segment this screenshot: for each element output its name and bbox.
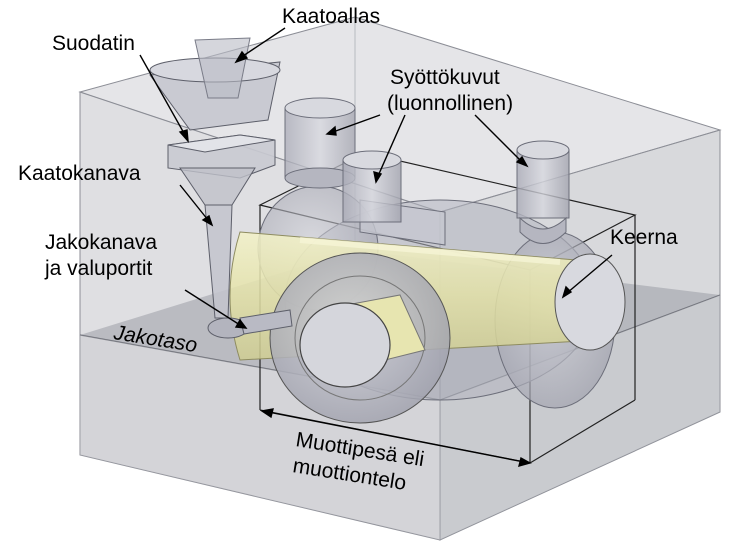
label-pouring-basin: Kaatoallas	[282, 5, 380, 28]
riser-right	[516, 140, 570, 244]
gating-system	[149, 37, 293, 339]
label-runner-line1: Jakokanava	[45, 231, 157, 254]
label-runner-line2: ja valuportit	[44, 257, 153, 280]
label-core: Keerna	[610, 226, 678, 249]
risers	[284, 97, 570, 244]
riser-center	[342, 150, 402, 223]
label-filter: Suodatin	[52, 32, 135, 55]
front-core-end	[299, 302, 391, 388]
label-risers-line1: Syöttökuvut	[390, 66, 500, 89]
riser-left	[284, 97, 356, 189]
leader-lines	[139, 27, 613, 467]
label-sprue: Kaatokanava	[18, 162, 141, 185]
label-risers-line2: (luonnollinen)	[387, 92, 513, 115]
runner	[239, 309, 293, 335]
